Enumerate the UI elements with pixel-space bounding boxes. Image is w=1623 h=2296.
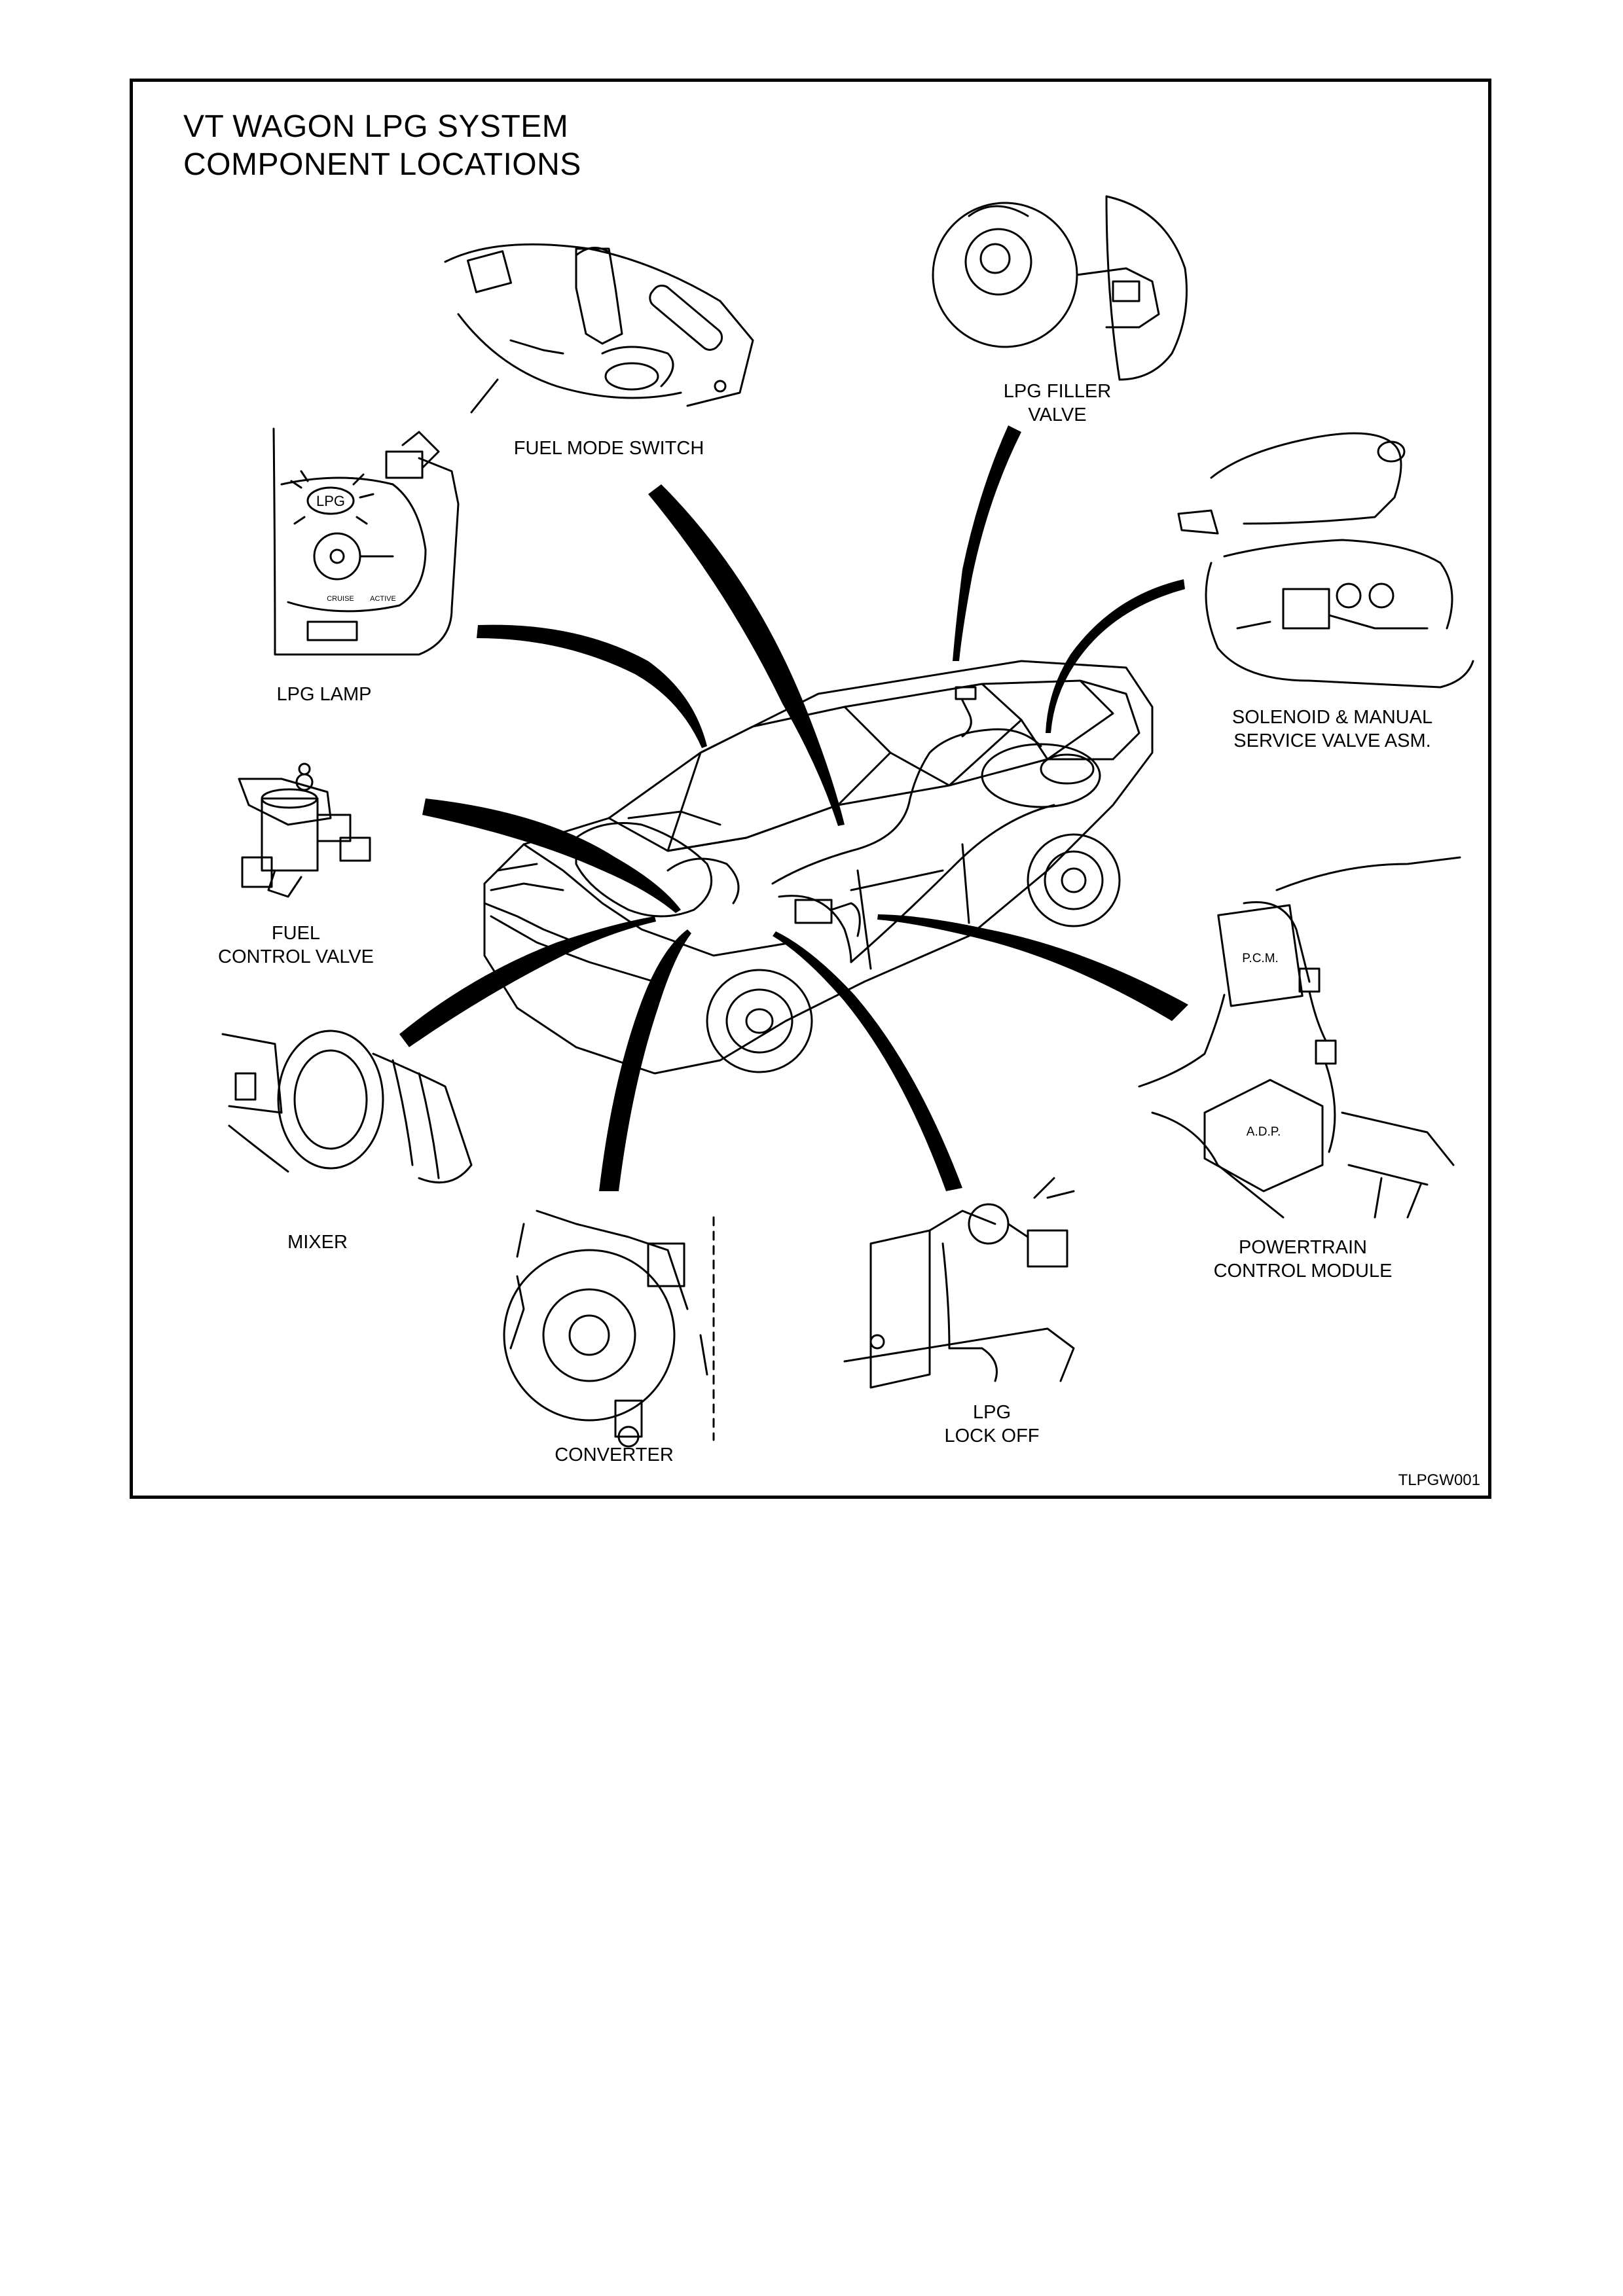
leader-lpg-filler-valve	[953, 425, 1021, 661]
label-lpg-lock-off: LPG LOCK OFF	[944, 1401, 1039, 1448]
label-lpg-filler-valve-line-2: VALVE	[1004, 403, 1111, 427]
leader-fuel-mode-switch	[648, 484, 845, 826]
lpg-lamp-badge: LPG	[316, 493, 345, 509]
label-solenoid-valve-line-2: SERVICE VALVE ASM.	[1232, 729, 1432, 753]
car-illustration	[484, 661, 1152, 1073]
leader-solenoid	[1046, 579, 1185, 733]
cruise-indicator-label: CRUISE	[327, 595, 354, 603]
leader-mixer	[399, 916, 656, 1047]
label-solenoid-valve-line-1: SOLENOID & MANUAL	[1232, 706, 1432, 729]
label-fuel-mode-switch: FUEL MODE SWITCH	[514, 437, 704, 460]
label-powertrain-control-module: POWERTRAIN CONTROL MODULE	[1214, 1236, 1393, 1283]
active-indicator-label: ACTIVE	[370, 595, 396, 603]
label-lpg-lock-off-line-1: LPG	[944, 1401, 1039, 1424]
lpg-lock-off-illustration	[845, 1178, 1074, 1388]
fuel-control-valve-illustration	[239, 764, 370, 897]
solenoid-valve-illustration	[1178, 433, 1473, 687]
pcm-illustration: P.C.M. A.D.P.	[1139, 857, 1460, 1217]
adp-box-label: A.D.P.	[1247, 1125, 1281, 1139]
pointer-leaders	[399, 425, 1188, 1191]
label-solenoid-valve: SOLENOID & MANUAL SERVICE VALVE ASM.	[1232, 706, 1432, 753]
label-fuel-control-valve: FUEL CONTROL VALVE	[218, 922, 374, 969]
label-fuel-control-valve-line-1: FUEL	[218, 922, 374, 945]
pcm-box-label: P.C.M.	[1242, 952, 1279, 965]
label-mixer: MIXER	[287, 1230, 348, 1254]
mixer-illustration	[223, 1031, 471, 1183]
label-fuel-control-valve-line-2: CONTROL VALVE	[218, 945, 374, 969]
leader-lpg-lamp	[477, 625, 707, 748]
fuel-mode-switch-illustration	[445, 244, 753, 412]
label-converter: CONVERTER	[555, 1443, 674, 1467]
figure-reference: TLPGW001	[1398, 1471, 1480, 1490]
label-lpg-lamp: LPG LAMP	[276, 683, 371, 706]
label-lpg-lock-off-line-2: LOCK OFF	[944, 1424, 1039, 1448]
label-lpg-filler-valve: LPG FILLER VALVE	[1004, 380, 1111, 427]
leader-pcm	[877, 914, 1188, 1021]
leader-lpg-lock-off	[773, 931, 962, 1191]
label-pcm-line-1: POWERTRAIN	[1214, 1236, 1393, 1259]
lpg-lamp-illustration: LPG CRUISE ACTIVE	[274, 429, 458, 655]
label-lpg-filler-valve-line-1: LPG FILLER	[1004, 380, 1111, 403]
lpg-filler-valve-illustration	[933, 196, 1187, 380]
converter-illustration	[504, 1211, 714, 1446]
label-pcm-line-2: CONTROL MODULE	[1214, 1259, 1393, 1283]
